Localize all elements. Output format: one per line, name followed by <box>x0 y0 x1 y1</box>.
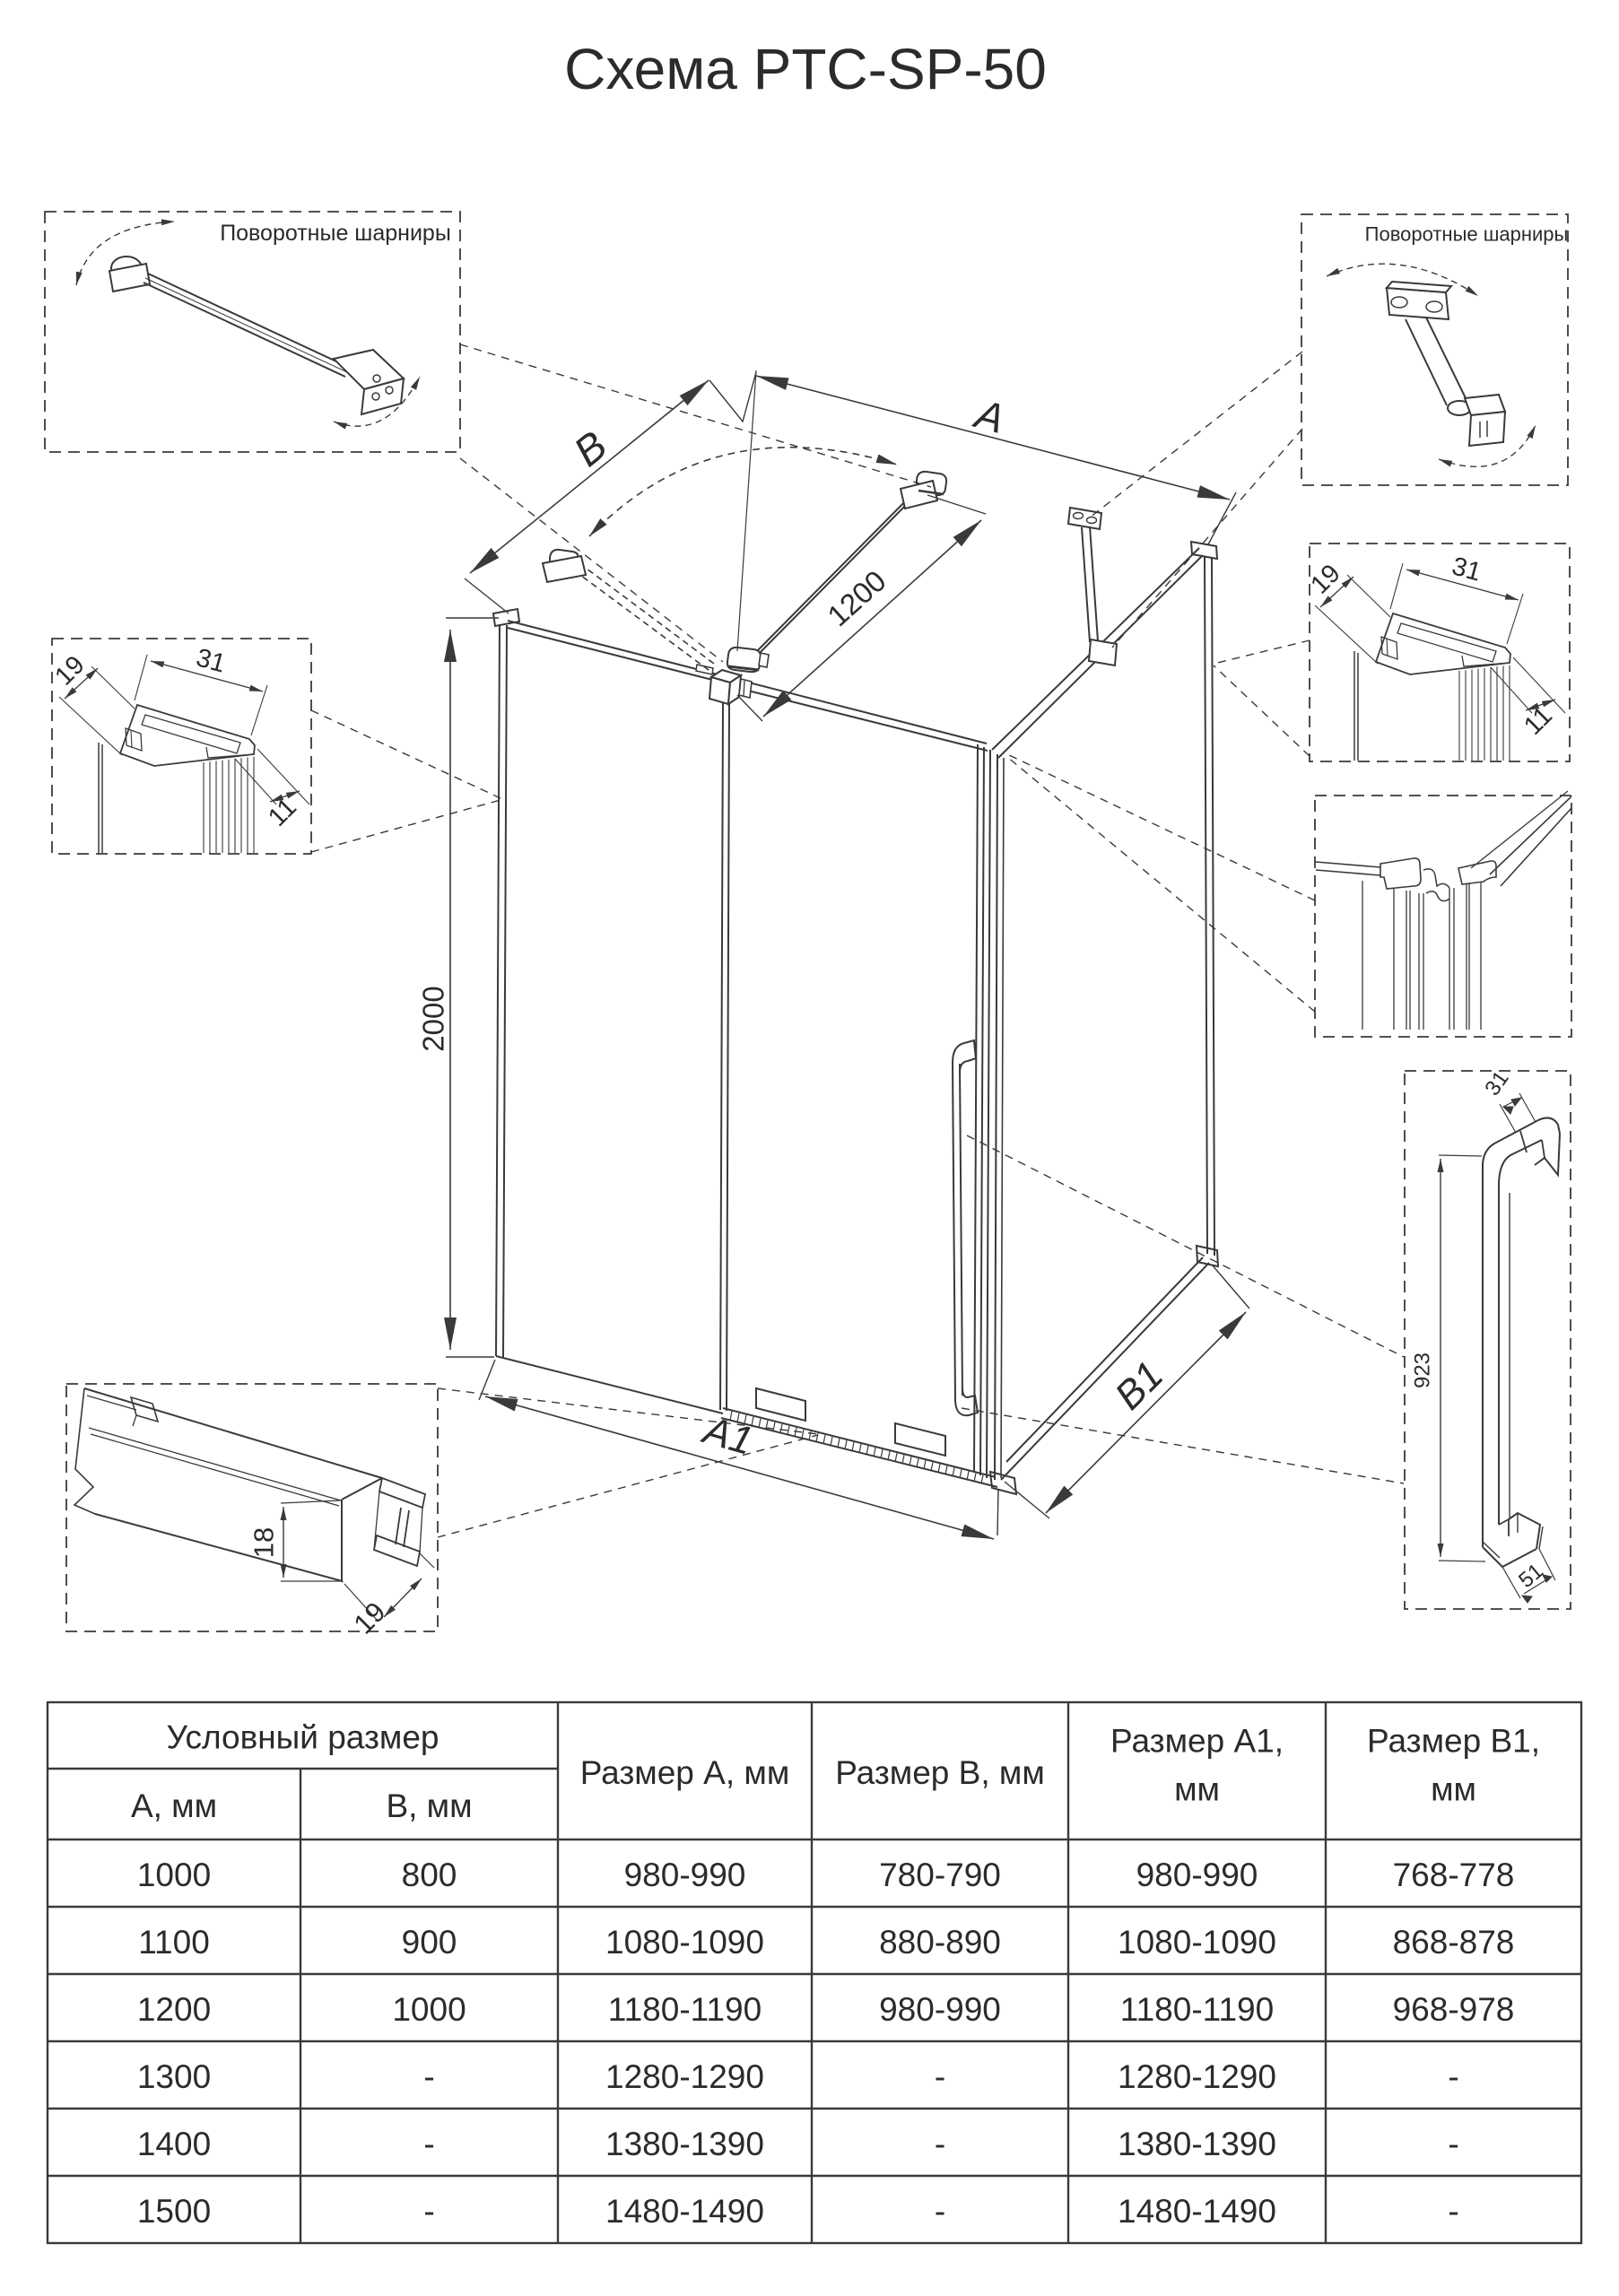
svg-text:1180-1190: 1180-1190 <box>608 1991 762 2028</box>
svg-text:868-878: 868-878 <box>1393 1924 1515 1961</box>
svg-text:1180-1190: 1180-1190 <box>1120 1991 1274 2028</box>
svg-text:768-778: 768-778 <box>1393 1857 1515 1893</box>
svg-text:Поворотные шарниры: Поворотные шарниры <box>1365 223 1569 246</box>
svg-text:780-790: 780-790 <box>879 1857 1001 1893</box>
svg-text:1280-1290: 1280-1290 <box>1118 2058 1276 2095</box>
svg-text:-: - <box>1448 2126 1458 2162</box>
svg-text:980-990: 980-990 <box>624 1857 746 1893</box>
svg-text:Размер В, мм: Размер В, мм <box>835 1754 1045 1791</box>
svg-text:Поворотные шарниры: Поворотные шарниры <box>220 221 451 246</box>
svg-text:-: - <box>423 2126 434 2162</box>
svg-text:1200: 1200 <box>137 1991 211 2028</box>
svg-text:18: 18 <box>248 1527 280 1558</box>
svg-text:800: 800 <box>402 1857 457 1893</box>
svg-text:900: 900 <box>402 1924 457 1961</box>
svg-text:В, мм: В, мм <box>386 1787 472 1824</box>
svg-text:Схема PTC-SP-50: Схема PTC-SP-50 <box>564 37 1047 101</box>
svg-text:Размер А, мм: Размер А, мм <box>580 1754 790 1791</box>
svg-text:-: - <box>1448 2193 1458 2230</box>
svg-text:-: - <box>935 2193 945 2230</box>
svg-text:1280-1290: 1280-1290 <box>605 2058 764 2095</box>
svg-text:-: - <box>935 2058 945 2095</box>
svg-text:980-990: 980-990 <box>1136 1857 1258 1893</box>
svg-text:1080-1090: 1080-1090 <box>1118 1924 1276 1961</box>
svg-text:2000: 2000 <box>417 986 450 1051</box>
svg-text:Условный размер: Условный размер <box>166 1719 439 1756</box>
svg-text:1480-1490: 1480-1490 <box>1118 2193 1276 2230</box>
svg-text:Размер В1,: Размер В1, <box>1367 1723 1540 1760</box>
svg-text:1400: 1400 <box>137 2126 211 2162</box>
svg-text:-: - <box>423 2193 434 2230</box>
svg-text:1000: 1000 <box>137 1857 211 1893</box>
svg-text:1080-1090: 1080-1090 <box>605 1924 764 1961</box>
svg-text:-: - <box>1448 2058 1458 2095</box>
svg-text:1000: 1000 <box>392 1991 466 2028</box>
svg-text:мм: мм <box>1174 1771 1220 1808</box>
svg-text:Размер А1,: Размер А1, <box>1110 1723 1284 1760</box>
svg-text:1480-1490: 1480-1490 <box>605 2193 764 2230</box>
svg-text:980-990: 980-990 <box>879 1991 1001 2028</box>
svg-text:мм: мм <box>1431 1771 1476 1808</box>
svg-text:А, мм: А, мм <box>131 1787 217 1824</box>
svg-text:1380-1390: 1380-1390 <box>1118 2126 1276 2162</box>
svg-text:-: - <box>935 2126 945 2162</box>
svg-text:1300: 1300 <box>137 2058 211 2095</box>
svg-text:1500: 1500 <box>137 2193 211 2230</box>
svg-text:1380-1390: 1380-1390 <box>605 2126 764 2162</box>
svg-text:923: 923 <box>1411 1352 1435 1388</box>
svg-text:968-978: 968-978 <box>1393 1991 1515 2028</box>
svg-text:-: - <box>423 2058 434 2095</box>
svg-text:1100: 1100 <box>138 1924 210 1961</box>
svg-text:880-890: 880-890 <box>879 1924 1001 1961</box>
